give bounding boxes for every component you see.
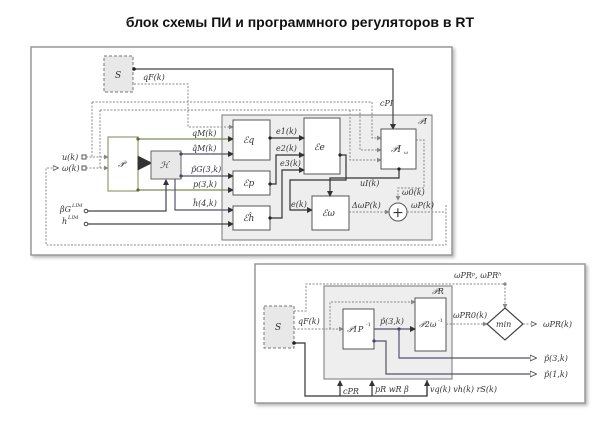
p3-out-line bbox=[398, 329, 536, 358]
e3-label: e3(k) bbox=[280, 159, 301, 168]
params-label: pR wR β bbox=[375, 385, 409, 394]
pi-omega-label: 𝒫I bbox=[391, 145, 401, 155]
wpr-limits-label: ωPRᵖ, ωPRʰ bbox=[454, 271, 502, 280]
s-block-bottom bbox=[263, 305, 295, 349]
s-block bbox=[103, 55, 134, 93]
top-diagram: 𝒫I S cPI qF(k) u(k) ω(k) 𝒫 ℋ bbox=[30, 46, 453, 256]
qm-hat-label: q̂M(k) bbox=[192, 144, 216, 153]
vq-label: vq(k) vh(k) rS(k) bbox=[430, 385, 497, 394]
sum-symbol: + bbox=[392, 205, 404, 221]
qf-label: qF(k) bbox=[143, 73, 165, 82]
cpr-label: cPR bbox=[343, 387, 359, 396]
e1-label: e1(k) bbox=[276, 127, 297, 136]
pi-omega-sub: ω bbox=[404, 150, 408, 156]
feedback-line-1 bbox=[92, 101, 382, 141]
eh-block-label: ℰĥ bbox=[243, 212, 254, 224]
p2w-inverse-block bbox=[414, 297, 447, 352]
qm-label: qM(k) bbox=[192, 129, 216, 138]
p3-label: p(3,k) bbox=[193, 180, 217, 189]
pi-omega-block bbox=[380, 128, 417, 170]
e2-line bbox=[270, 152, 305, 185]
cpi-label: cPI bbox=[380, 99, 394, 108]
pi-group-label: 𝒫I bbox=[418, 117, 428, 126]
omega-label: ω(k) bbox=[62, 164, 80, 173]
pg-hat-label: p̂G(3,k) bbox=[191, 165, 221, 174]
wpr-limits-line bbox=[294, 283, 508, 312]
min-block bbox=[486, 307, 524, 341]
ee-block bbox=[303, 117, 341, 175]
ui-line bbox=[327, 169, 400, 197]
ep-block-label: ℰp bbox=[243, 179, 254, 189]
wpr0-label: ωPR0(k) bbox=[453, 311, 487, 320]
w0-line bbox=[395, 139, 425, 201]
p1-out-label: p̂(1,k) bbox=[544, 370, 568, 379]
p1-out-line bbox=[374, 340, 536, 374]
h-lim-label: h bbox=[62, 217, 67, 226]
u-label: u(k) bbox=[62, 153, 78, 162]
ui-label: uI(k) bbox=[360, 179, 379, 188]
beta-label: βG bbox=[59, 205, 72, 214]
p1p-label: 𝒫1P bbox=[347, 325, 364, 334]
h4-hat-label: ĥ(4,k) bbox=[193, 199, 217, 208]
s-block-bottom-label: S bbox=[275, 323, 281, 333]
feedback-line-2 bbox=[100, 109, 382, 153]
p2w-sup: -1 bbox=[438, 318, 443, 324]
eh-block bbox=[232, 205, 271, 231]
beta-sup: LIM bbox=[71, 203, 83, 209]
ee-block-label: ℰe bbox=[314, 143, 325, 153]
p-block bbox=[107, 136, 139, 192]
h4-hat-line bbox=[174, 179, 234, 213]
w0-label: ω0(k) bbox=[402, 188, 425, 197]
e-label: e(k) bbox=[291, 200, 307, 209]
page-title: блок схемы ПИ и программного регуляторов… bbox=[125, 14, 475, 30]
feedback-line-3 bbox=[349, 110, 382, 163]
e2-label: e2(k) bbox=[276, 144, 297, 153]
wpr-out-label: ωPR(k) bbox=[543, 320, 572, 329]
dwp-label: ΔωP(k) bbox=[351, 201, 381, 210]
qf-line bbox=[134, 83, 234, 130]
s-block-label: S bbox=[115, 71, 121, 81]
p-block-label: 𝒫 bbox=[118, 160, 127, 170]
omega-port bbox=[81, 165, 87, 171]
qf-bottom-label: qF(k) bbox=[298, 317, 320, 326]
h-lim-sup: LIM bbox=[67, 215, 79, 221]
p3-hat-label: p̂(3,k) bbox=[380, 317, 404, 326]
p2w-label: 𝒫2ω bbox=[419, 320, 437, 329]
e-line bbox=[289, 154, 347, 213]
e3-line bbox=[270, 167, 305, 219]
eq-block bbox=[232, 119, 271, 161]
u-port bbox=[81, 154, 87, 160]
p1p-sup: -1 bbox=[366, 322, 371, 328]
h-block-label: ℋ bbox=[160, 161, 171, 171]
eq-block-label: ℰq bbox=[243, 136, 254, 146]
beta-line bbox=[88, 179, 169, 212]
bottom-diagram: 𝒫R S ωPRᵖ, ωPRʰ qF(k) 𝒫1P -1 𝒫2ω -1 p̂(3… bbox=[254, 263, 586, 404]
pr-group-label: 𝒫R bbox=[432, 287, 444, 296]
min-label: min bbox=[496, 320, 511, 329]
p3-out-label: p̂(3,k) bbox=[544, 354, 568, 363]
cpi-line bbox=[134, 68, 396, 130]
p1p-inverse-block bbox=[342, 308, 375, 350]
ew-block-label: ℰω bbox=[322, 209, 335, 219]
wp-label: ωP(k) bbox=[411, 201, 434, 210]
